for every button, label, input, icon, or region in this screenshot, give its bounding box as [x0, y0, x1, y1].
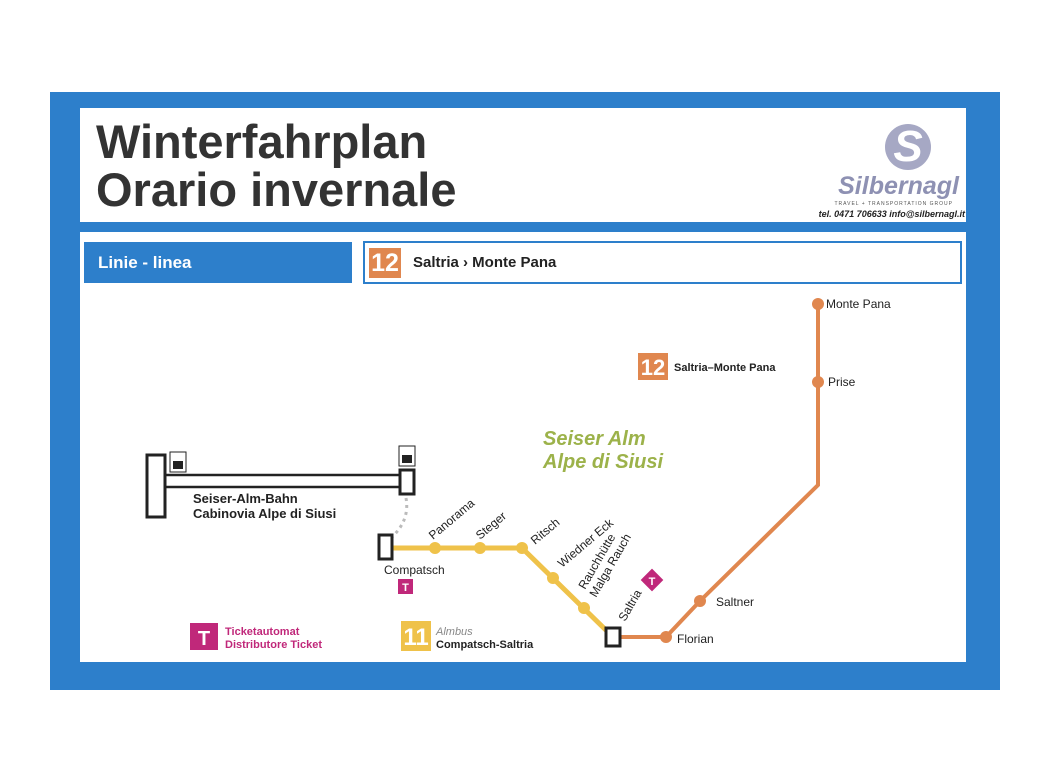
- cable-car-line: [163, 473, 409, 489]
- label-monte-pana: Monte Pana: [826, 297, 891, 311]
- label-steger: Steger: [473, 509, 509, 542]
- title-it: Orario invernale: [96, 163, 457, 216]
- title-de: Winterfahrplan: [96, 115, 428, 168]
- label-saltria: Saltria: [615, 587, 644, 624]
- line-12-path: [612, 304, 820, 639]
- ticket-legend-icon: [190, 623, 218, 650]
- logo-name: Silbernagl: [838, 172, 959, 200]
- stop-monte-pana: [812, 298, 824, 310]
- gondola-icon: [398, 445, 416, 467]
- label-panorama: Panorama: [426, 496, 478, 543]
- area-name-de: Seiser Alm: [543, 428, 646, 450]
- stop-panorama: [429, 542, 441, 554]
- ticket-legend-it: Distributore Ticket: [225, 639, 322, 651]
- stop-wiedner-eck: [547, 572, 559, 584]
- stop-florian: [660, 631, 672, 643]
- line-11-type: Almbus: [435, 626, 473, 638]
- cable-car-station-valley: [145, 453, 167, 519]
- label-florian: Florian: [677, 632, 714, 646]
- logo-mark: S: [885, 124, 931, 170]
- stop-saltner: [694, 595, 706, 607]
- line-12-name: Saltria–Monte Pana: [674, 362, 776, 374]
- line-12-number: 12: [641, 355, 665, 380]
- label-compatsch: Compatsch: [384, 563, 445, 577]
- route-name: Saltria › Monte Pana: [413, 254, 557, 271]
- line-number-badge: 12: [369, 247, 401, 278]
- line-label: Linie - linea: [84, 242, 352, 283]
- label-prise: Prise: [828, 375, 856, 389]
- line-11-number: 11: [403, 624, 428, 651]
- route-box: 12 Saltria › Monte Pana: [363, 241, 962, 284]
- station-saltria: [604, 626, 622, 648]
- silbernagl-logo: S Silbernagl TRAVEL + TRANSPORTATION GRO…: [800, 124, 965, 220]
- page-title: Winterfahrplan Orario invernale: [96, 118, 457, 214]
- stop-rauchhuette: [578, 602, 590, 614]
- ticket-symbol: T: [649, 576, 656, 588]
- contact-info: tel. 0471 706633 info@silbernagl.it: [818, 209, 965, 219]
- walk-path: [390, 497, 409, 539]
- logo-tagline: TRAVEL + TRANSPORTATION GROUP: [834, 201, 953, 207]
- cable-car-name-it: Cabinovia Alpe di Siusi: [193, 506, 336, 521]
- stop-prise: [812, 376, 824, 388]
- line-11-badge: [401, 621, 431, 651]
- ticket-legend-symbol: T: [198, 628, 210, 650]
- line-12-badge: [638, 353, 668, 380]
- label-saltner: Saltner: [716, 595, 754, 609]
- header-panel: [80, 108, 966, 222]
- stop-steger: [474, 542, 486, 554]
- stop-ritsch: [516, 542, 528, 554]
- cable-car-station-top: [398, 468, 416, 496]
- ticket-legend-de: Ticketautomat: [225, 626, 300, 638]
- area-name-it: Alpe di Siusi: [542, 451, 663, 473]
- cable-car-name-de: Seiser-Alm-Bahn: [193, 491, 298, 506]
- gondola-icon: [169, 451, 187, 473]
- ticket-symbol: T: [402, 582, 409, 594]
- ticket-icon-compatsch: [398, 579, 413, 594]
- label-ritsch: Ritsch: [528, 515, 563, 547]
- line-11-name: Compatsch-Saltria: [436, 639, 534, 651]
- station-compatsch: [377, 533, 394, 561]
